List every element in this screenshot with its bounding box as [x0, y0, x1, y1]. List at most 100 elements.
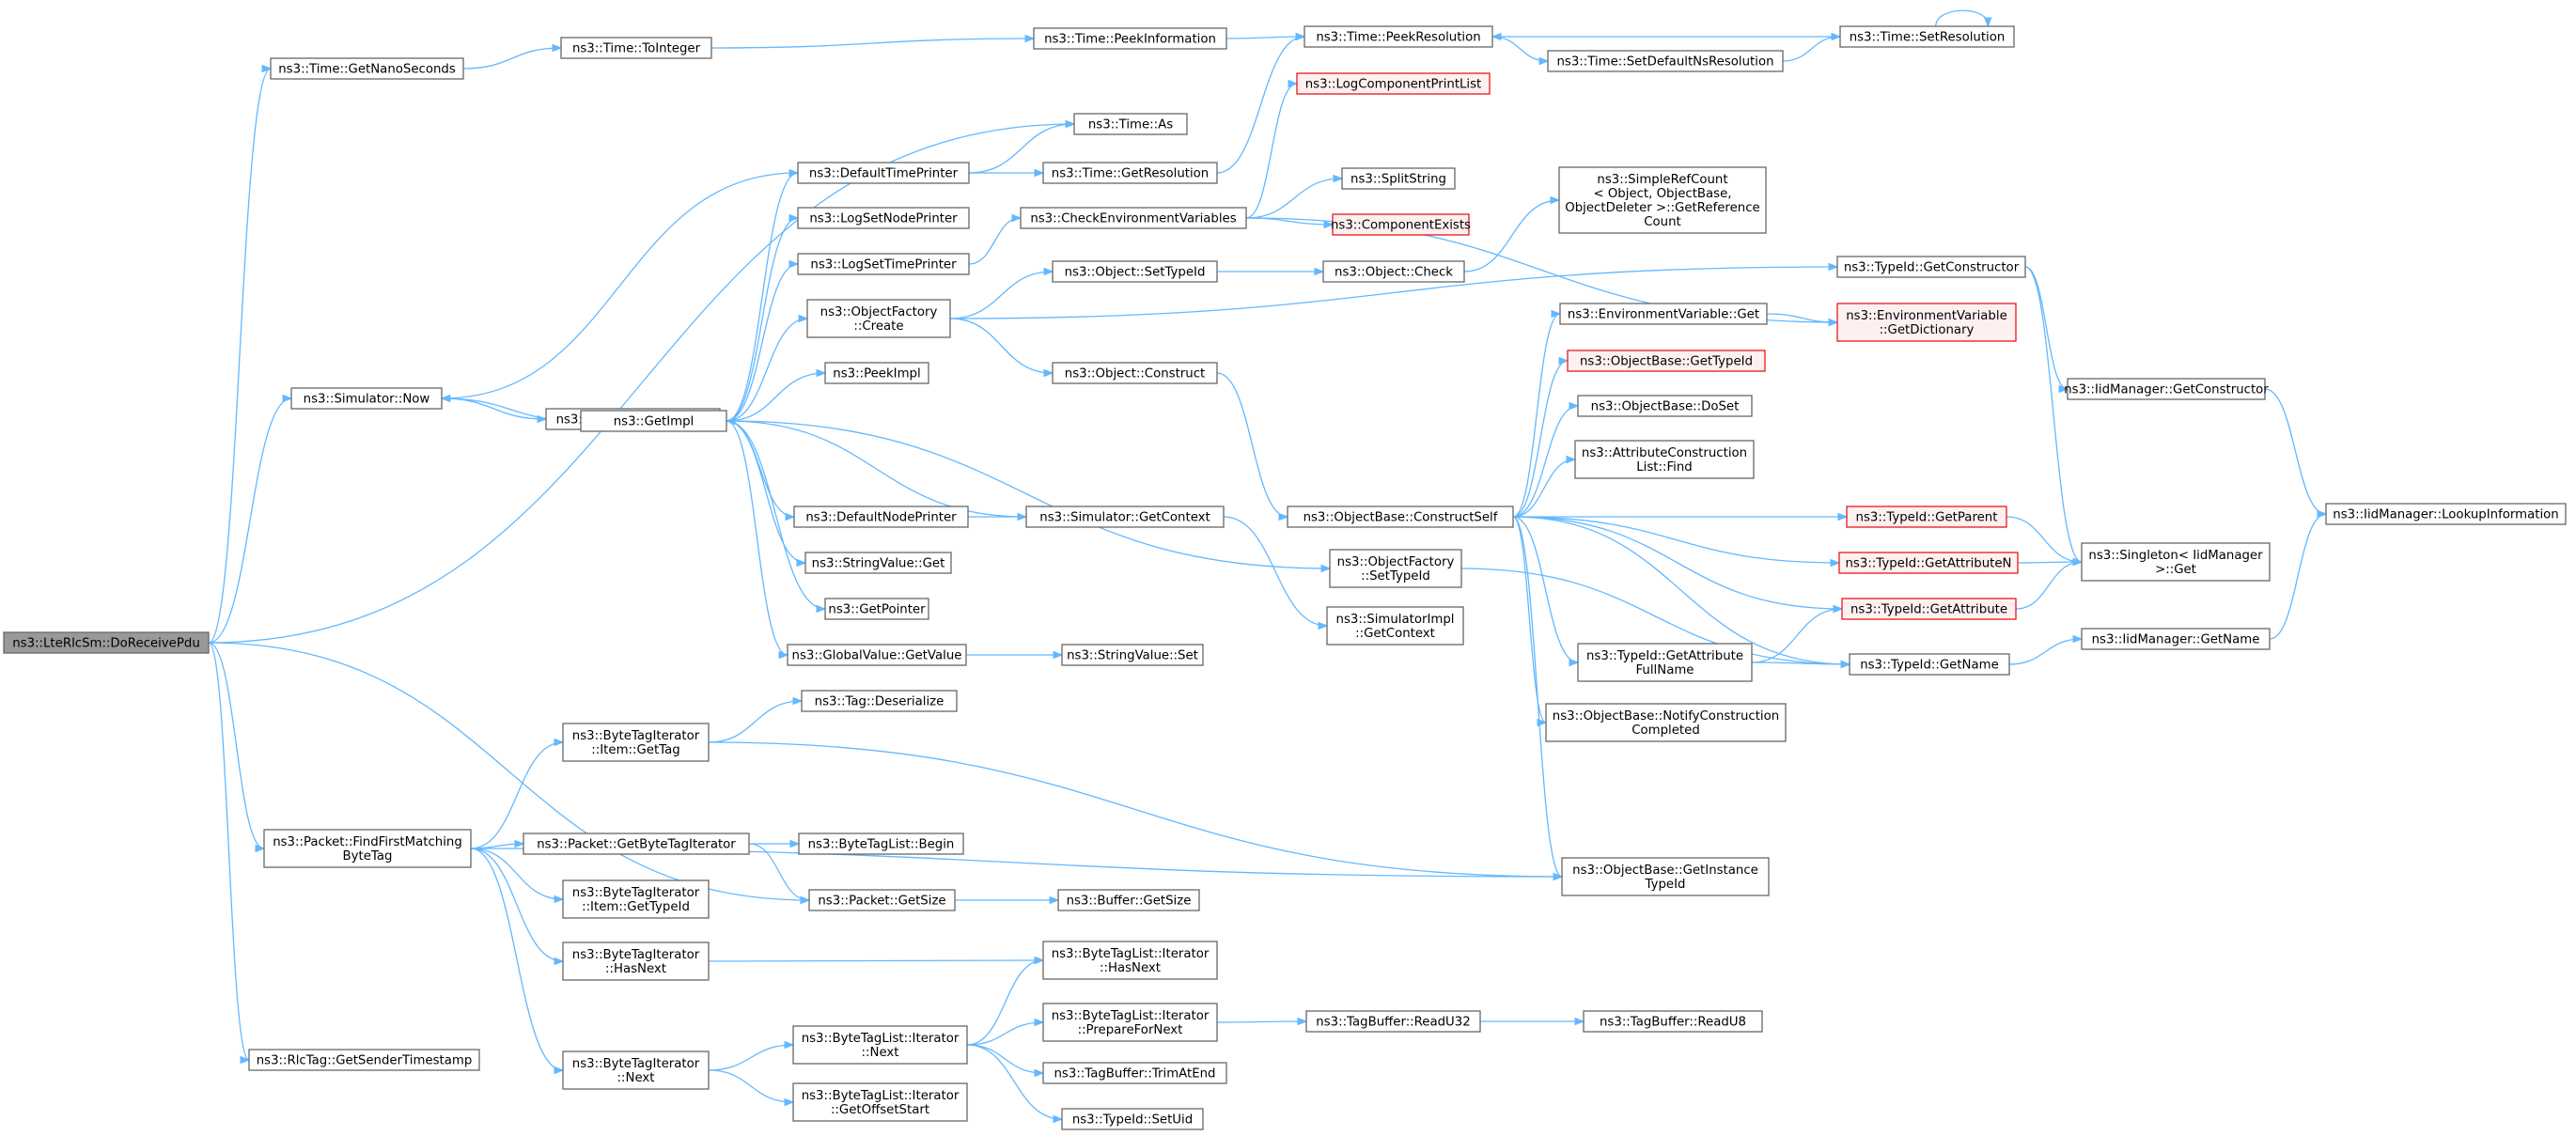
- node-getnano[interactable]: ns3::Time::GetNanoSeconds: [270, 57, 464, 80]
- node-iidgetname[interactable]: ns3::IidManager::GetName: [2081, 628, 2271, 650]
- node-deftp[interactable]: ns3::DefaultTimePrinter: [797, 162, 970, 184]
- node-root[interactable]: ns3::LteRlcSm::DoReceivePdu: [3, 631, 210, 654]
- node-getpointer[interactable]: ns3::GetPointer: [824, 598, 929, 620]
- node-simimplctx[interactable]: ns3::SimulatorImpl::GetContext: [1326, 606, 1464, 646]
- node-btiitemgettag[interactable]: ns3::ByteTagIterator::Item::GetTag: [562, 723, 710, 762]
- node-btlihasnext[interactable]: ns3::ByteTagList::Iterator::HasNext: [1042, 941, 1218, 980]
- node-label: ns3::DefaultTimePrinter: [809, 167, 959, 181]
- edge-deftp-to-getres: [969, 168, 1045, 178]
- node-btihasnext[interactable]: ns3::ByteTagIterator::HasNext: [562, 941, 710, 981]
- node-label: Completed: [1631, 724, 1700, 738]
- arrowhead: [554, 957, 565, 966]
- node-label: ::GetContext: [1355, 627, 1435, 641]
- node-label: ns3::IidManager::GetConstructor: [2064, 383, 2269, 397]
- node-label: ns3::Packet::FindFirstMatching: [273, 835, 462, 849]
- node-box: [797, 162, 970, 184]
- node-label: ns3::TagBuffer::TrimAtEnd: [1054, 1067, 1216, 1082]
- node-envdict[interactable]: ns3::EnvironmentVariable::GetDictionary: [1836, 303, 2017, 342]
- node-pktgetsize[interactable]: ns3::Packet::GetSize: [808, 889, 956, 911]
- arrowhead: [1043, 267, 1054, 276]
- node-logcomp[interactable]: ns3::LogComponentPrintList: [1296, 72, 1491, 95]
- node-label: FullName: [1636, 663, 1694, 677]
- node-simplerc[interactable]: ns3::SimpleRefCount< Object, ObjectBase,…: [1558, 166, 1767, 234]
- edge-ofcreate-to-objsettid: [949, 267, 1054, 319]
- node-objcheck[interactable]: ns3::Object::Check: [1322, 260, 1465, 283]
- node-defnodep[interactable]: ns3::DefaultNodePrinter: [793, 506, 969, 528]
- node-envget[interactable]: ns3::EnvironmentVariable::Get: [1559, 303, 1768, 325]
- node-tidgetparent[interactable]: ns3::TypeId::GetParent: [1846, 506, 2007, 528]
- edge-btlinext-to-btliprep: [966, 1018, 1045, 1046]
- node-setres[interactable]: ns3::Time::SetResolution: [1839, 25, 2015, 48]
- node-btlbegin[interactable]: ns3::ByteTagList::Begin: [798, 833, 964, 855]
- node-peekinfo[interactable]: ns3::Time::PeekInformation: [1033, 27, 1227, 50]
- node-tbtrim[interactable]: ns3::TagBuffer::TrimAtEnd: [1042, 1062, 1227, 1084]
- arrowhead: [796, 558, 807, 568]
- edge-peekinfo-to-peekres: [1226, 32, 1306, 41]
- node-peekimpl[interactable]: ns3::PeekImpl: [824, 362, 929, 384]
- node-box: [1574, 440, 1755, 479]
- node-obconstructself[interactable]: ns3::ObjectBase::ConstructSelf: [1287, 506, 1514, 528]
- node-peekres[interactable]: ns3::Time::PeekResolution: [1304, 25, 1493, 48]
- node-simgetctx[interactable]: ns3::Simulator::GetContext: [1025, 506, 1225, 528]
- arrowhead: [1034, 1068, 1045, 1078]
- node-timeas[interactable]: ns3::Time::As: [1073, 113, 1188, 135]
- node-getimpl[interactable]: ns3::GetImpl: [580, 410, 727, 432]
- node-obnotify[interactable]: ns3::ObjectBase::NotifyConstructionCompl…: [1545, 703, 1787, 742]
- node-splitstr[interactable]: ns3::SplitString: [1341, 167, 1456, 190]
- node-label: Count: [1644, 215, 1681, 229]
- node-obgettid[interactable]: ns3::ObjectBase::GetTypeId: [1567, 350, 1766, 372]
- node-objconstruct[interactable]: ns3::Object::Construct: [1052, 362, 1218, 384]
- node-box: [2081, 628, 2271, 650]
- node-btliprep[interactable]: ns3::ByteTagList::Iterator::PrepareForNe…: [1042, 1003, 1218, 1042]
- node-setdefns[interactable]: ns3::Time::SetDefaultNsResolution: [1547, 50, 1784, 72]
- node-iidgetctor[interactable]: ns3::IidManager::GetConstructor: [2064, 378, 2269, 400]
- node-getres[interactable]: ns3::Time::GetResolution: [1042, 162, 1218, 184]
- node-strvalset[interactable]: ns3::StringValue::Set: [1061, 644, 1204, 666]
- edge-ofcreate-to-objconstruct: [949, 318, 1054, 378]
- node-ofcreate[interactable]: ns3::ObjectFactory::Create: [806, 299, 951, 338]
- node-rlcgetsender[interactable]: ns3::RlcTag::GetSenderTimestamp: [248, 1049, 480, 1071]
- node-box: [580, 410, 727, 432]
- arrowhead: [1553, 872, 1564, 881]
- node-btiitemgettid[interactable]: ns3::ByteTagIterator::Item::GetTypeId: [562, 879, 710, 919]
- arrowhead: [1566, 455, 1577, 464]
- node-gvgetvalue[interactable]: ns3::GlobalValue::GetValue: [787, 644, 967, 666]
- node-logsetnode[interactable]: ns3::LogSetNodePrinter: [797, 207, 970, 229]
- node-box: [1033, 27, 1227, 50]
- node-btlinext[interactable]: ns3::ByteTagList::Iterator::Next: [792, 1025, 968, 1065]
- edge-gvgetvalue-to-strvalset: [965, 650, 1064, 660]
- node-box: [1559, 303, 1768, 325]
- node-btligetoffset[interactable]: ns3::ByteTagList::Iterator::GetOffsetSta…: [792, 1082, 968, 1122]
- node-simnow[interactable]: ns3::Simulator::Now: [290, 387, 443, 410]
- node-tbread8[interactable]: ns3::TagBuffer::ReadU8: [1583, 1010, 1763, 1033]
- node-tointeger[interactable]: ns3::Time::ToInteger: [560, 37, 712, 59]
- node-bufgetsize[interactable]: ns3::Buffer::GetSize: [1057, 889, 1200, 911]
- node-compexists[interactable]: ns3::ComponentExists: [1331, 213, 1471, 236]
- node-tbread32[interactable]: ns3::TagBuffer::ReadU32: [1305, 1010, 1481, 1033]
- node-strvalget[interactable]: ns3::StringValue::Get: [804, 552, 952, 574]
- arrowhead: [1049, 895, 1060, 905]
- node-pktgetbti[interactable]: ns3::Packet::GetByteTagIterator: [523, 833, 750, 855]
- node-box: [290, 387, 443, 410]
- node-tidgetattrn[interactable]: ns3::TypeId::GetAttributeN: [1838, 552, 2019, 574]
- node-tidgetattr[interactable]: ns3::TypeId::GetAttribute: [1841, 598, 2017, 620]
- node-obdoset[interactable]: ns3::ObjectBase::DoSet: [1577, 395, 1753, 417]
- node-tagdeser[interactable]: ns3::Tag::Deserialize: [801, 690, 958, 712]
- arrowhead: [1288, 79, 1299, 88]
- node-checkenv[interactable]: ns3::CheckEnvironmentVariables: [1020, 207, 1247, 229]
- node-logsettime[interactable]: ns3::LogSetTimePrinter: [797, 253, 970, 275]
- node-btinext[interactable]: ns3::ByteTagIterator::Next: [562, 1050, 710, 1090]
- node-ofsettid[interactable]: ns3::ObjectFactory::SetTypeId: [1329, 549, 1462, 588]
- node-tidgetctor[interactable]: ns3::TypeId::GetConstructor: [1836, 256, 2026, 278]
- node-tidsetuid[interactable]: ns3::TypeId::SetUid: [1061, 1108, 1204, 1130]
- node-lookupinfo[interactable]: ns3::IidManager::LookupInformation: [2325, 503, 2567, 525]
- node-objsettid[interactable]: ns3::Object::SetTypeId: [1052, 260, 1218, 283]
- node-singleton[interactable]: ns3::Singleton< IidManager>::Get: [2081, 542, 2271, 582]
- node-tidgetname[interactable]: ns3::TypeId::GetName: [1849, 653, 2010, 676]
- node-box: [1042, 162, 1218, 184]
